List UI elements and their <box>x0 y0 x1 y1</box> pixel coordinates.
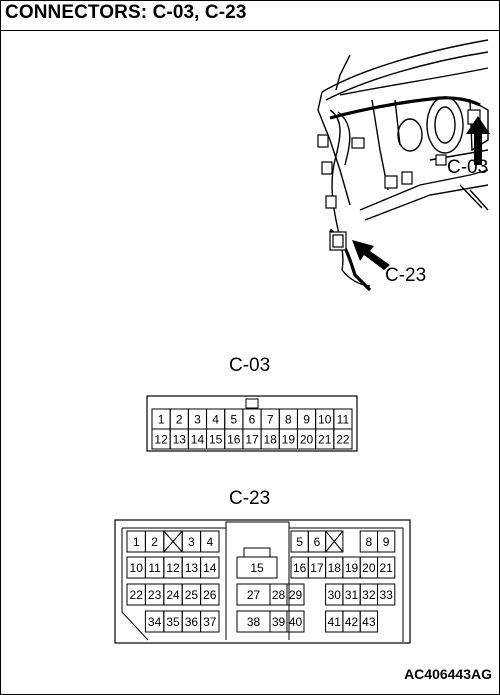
pin-number: 8 <box>366 535 373 549</box>
dashboard-label-c23: C-23 <box>385 265 427 286</box>
pin-cell <box>377 530 396 553</box>
pin-number: 5 <box>296 535 303 549</box>
pin-number: 32 <box>362 588 376 602</box>
pin-cell <box>377 583 396 606</box>
pin-number: 41 <box>328 615 342 629</box>
pin-number: 27 <box>247 588 261 602</box>
pin-number: 31 <box>345 588 359 602</box>
empty-pin-cross <box>163 530 183 553</box>
pin-number: 3 <box>188 535 195 549</box>
pin-number: 14 <box>191 433 205 447</box>
pin-number: 40 <box>289 615 303 629</box>
pin-number: 4 <box>212 413 219 427</box>
pin-number: 43 <box>362 615 376 629</box>
empty-pin-cross <box>325 530 344 553</box>
pin-number: 9 <box>383 535 390 549</box>
pin-number: 1 <box>133 535 140 549</box>
connector-c03-housing <box>146 395 358 452</box>
pin-number: 12 <box>154 433 168 447</box>
pin-number: 35 <box>166 615 180 629</box>
pin-number: 15 <box>250 561 264 575</box>
connector-c23-label: C-23 <box>229 488 271 509</box>
page-title: CONNECTORS: C-03, C-23 <box>5 2 247 23</box>
pin-cell <box>333 428 353 450</box>
pin-number: 38 <box>247 615 261 629</box>
pin-number: 4 <box>206 535 213 549</box>
pin-number: 7 <box>267 413 274 427</box>
pin-number: 23 <box>148 588 162 602</box>
pin-number: 11 <box>337 413 350 427</box>
pin-cell <box>286 583 305 606</box>
pin-number: 21 <box>318 433 332 447</box>
pin-number: 24 <box>166 588 180 602</box>
pin-number: 22 <box>130 588 144 602</box>
pin-number: 10 <box>130 561 144 575</box>
pin-number: 26 <box>203 588 217 602</box>
pin-cell <box>200 556 220 579</box>
pin-number: 13 <box>173 433 187 447</box>
pin-cell <box>377 556 396 579</box>
pin-cell <box>286 610 305 633</box>
title-divider <box>1 30 499 31</box>
pin-number: 30 <box>328 588 342 602</box>
pin-number: 2 <box>151 535 158 549</box>
pin-number: 39 <box>272 615 286 629</box>
pin-number: 19 <box>345 561 359 575</box>
pin-number: 13 <box>185 561 199 575</box>
pin-number: 22 <box>336 433 350 447</box>
pin-number: 3 <box>194 413 201 427</box>
pin-number: 18 <box>264 433 278 447</box>
connector-c23-latch <box>243 547 271 558</box>
pin-number: 36 <box>185 615 199 629</box>
pin-number: 15 <box>209 433 223 447</box>
pin-number: 8 <box>285 413 292 427</box>
pin-number: 20 <box>362 561 376 575</box>
pin-number: 16 <box>227 433 241 447</box>
pin-cell <box>325 530 344 553</box>
pin-cell <box>359 610 379 633</box>
pin-number: 37 <box>203 615 217 629</box>
pin-number: 16 <box>293 561 307 575</box>
pin-number: 14 <box>203 561 217 575</box>
pin-number: 42 <box>345 615 359 629</box>
pin-number: 5 <box>230 413 237 427</box>
pin-number: 17 <box>245 433 259 447</box>
pin-cell <box>200 610 220 633</box>
pin-number: 6 <box>314 535 321 549</box>
dashboard-label-c03: C-03 <box>447 157 489 178</box>
pin-number: 19 <box>282 433 296 447</box>
pin-number: 29 <box>289 588 303 602</box>
connector-c03-label: C-03 <box>229 355 271 376</box>
pin-number: 18 <box>328 561 342 575</box>
pin-number: 9 <box>303 413 310 427</box>
pin-number: 1 <box>158 413 165 427</box>
reference-code: AC406443AG <box>404 666 492 682</box>
pin-number: 10 <box>318 413 332 427</box>
pin-number: 34 <box>148 615 162 629</box>
connector-c03-latch <box>245 398 259 409</box>
pin-number: 17 <box>310 561 324 575</box>
connector-c23-housing <box>114 519 411 644</box>
pin-number: 25 <box>185 588 199 602</box>
pin-number: 11 <box>148 561 161 575</box>
pin-cell <box>200 530 220 553</box>
pin-cell <box>200 583 220 606</box>
pin-number: 12 <box>166 561 180 575</box>
pin-number: 6 <box>249 413 256 427</box>
pin-number: 28 <box>272 588 286 602</box>
pin-number: 21 <box>379 561 393 575</box>
pin-number: 20 <box>300 433 314 447</box>
pin-number: 2 <box>176 413 183 427</box>
pin-number: 33 <box>379 588 393 602</box>
